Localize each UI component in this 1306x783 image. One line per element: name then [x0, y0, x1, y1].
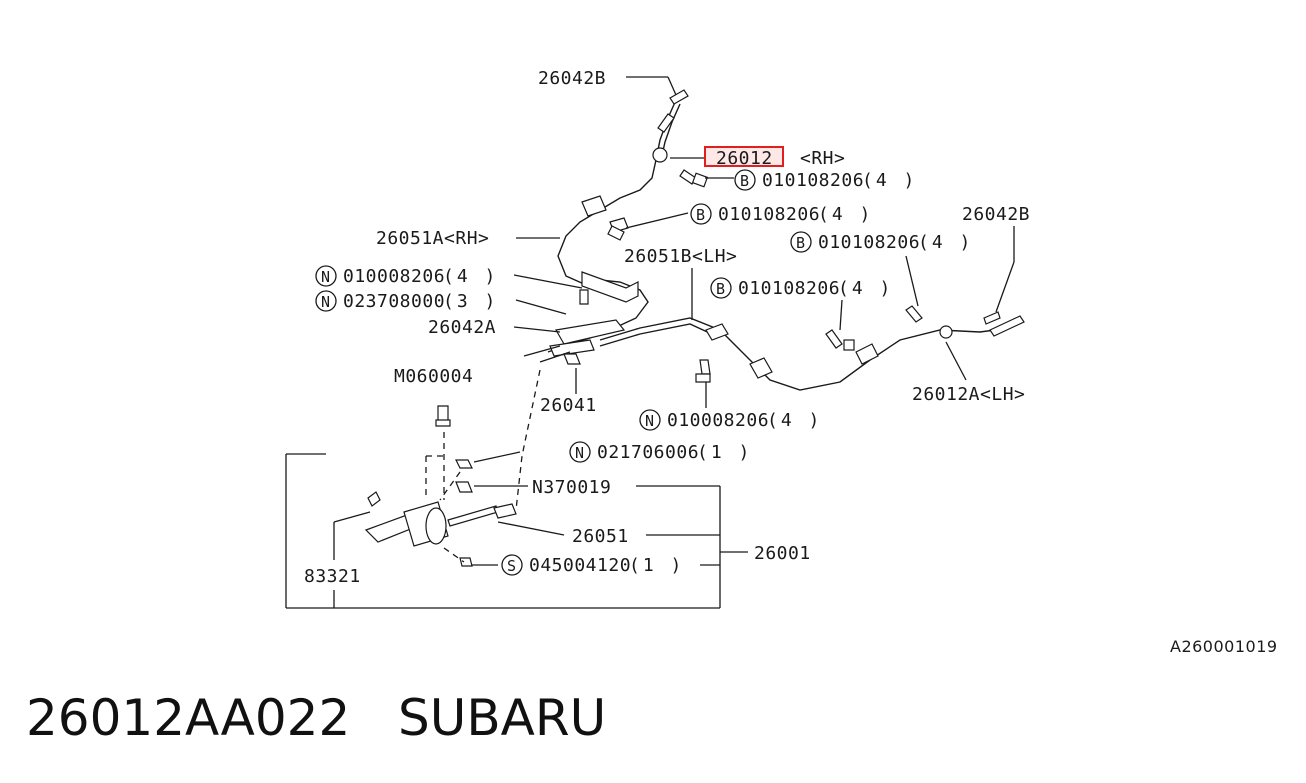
svg-text:B: B — [696, 206, 706, 224]
callout-qty: (1 ) — [697, 442, 752, 463]
callout-qty: (4 ) — [838, 278, 893, 299]
callout-n-3: N 010008206 (4 ) — [639, 409, 822, 431]
b-symbol-icon — [734, 169, 756, 191]
callout-qty: (4 ) — [767, 410, 822, 431]
svg-text:B: B — [740, 172, 750, 190]
label-26042a: 26042A — [428, 317, 496, 338]
svg-text:N: N — [575, 444, 585, 462]
label-26051a-rh: 26051A<RH> — [376, 228, 489, 249]
callout-qty: (1 ) — [629, 555, 684, 576]
callout-part: 010108206 — [718, 204, 820, 225]
highlight-box — [704, 146, 784, 167]
callout-b-2: B 010108206 (4 ) — [690, 203, 873, 225]
label-83321: 83321 — [304, 566, 361, 587]
label-26051: 26051 — [572, 526, 629, 547]
callout-qty: (4 ) — [918, 232, 973, 253]
callout-n-4: N 021706006 (1 ) — [569, 441, 752, 463]
label-m060004: M060004 — [394, 366, 473, 387]
leader-lines — [285, 76, 1015, 609]
part-labels: 26042B 26012 <RH> 26051A<RH> 26051B<LH> … — [304, 68, 1030, 587]
svg-text:S: S — [507, 557, 517, 575]
n-symbol-icon — [569, 441, 591, 463]
label-n370019: N370019 — [532, 477, 611, 498]
callout-part: 010008206 — [343, 266, 445, 287]
label-26012a-lh: 26012A<LH> — [912, 384, 1025, 405]
svg-text:N: N — [645, 412, 655, 430]
callout-n-1: N 010008206 (4 ) — [315, 265, 498, 287]
label-26012-highlighted[interactable]: 26012 — [716, 148, 773, 169]
callout-b-1: B 010108206 (4 ) — [734, 169, 917, 191]
n-symbol-icon — [315, 290, 337, 312]
svg-text:N: N — [321, 268, 331, 286]
part-caption: 26012AA022 SUBARU — [26, 680, 606, 756]
label-26001: 26001 — [754, 543, 811, 564]
b-symbol-icon — [690, 203, 712, 225]
callout-qty: (3 ) — [443, 291, 498, 312]
callout-part: 021706006 — [597, 442, 699, 463]
b-symbol-icon — [710, 277, 732, 299]
b-symbol-icon — [790, 231, 812, 253]
callout-part: 023708000 — [343, 291, 445, 312]
s-symbol-icon — [501, 554, 523, 576]
callout-s-1: S 045004120 (1 ) — [501, 554, 684, 576]
svg-text:B: B — [796, 234, 806, 252]
label-26051b-lh: 26051B<LH> — [624, 246, 737, 267]
callout-n-2: N 023708000 (3 ) — [315, 290, 498, 312]
callout-qty: (4 ) — [818, 204, 873, 225]
callout-part: 045004120 — [529, 555, 631, 576]
n-symbol-icon — [639, 409, 661, 431]
callout-part: 010108206 — [818, 232, 920, 253]
callout-part: 010008206 — [667, 410, 769, 431]
label-rh-side: <RH> — [800, 148, 845, 169]
svg-text:N: N — [321, 293, 331, 311]
cable-drawing — [364, 89, 1025, 567]
caption-part-number: 26012AA022 — [26, 689, 351, 747]
label-26041: 26041 — [540, 395, 597, 416]
callout-part: 010108206 — [762, 170, 864, 191]
caption-brand: SUBARU — [397, 689, 607, 747]
caption-gap — [350, 689, 398, 747]
callout-part: 010108206 — [738, 278, 840, 299]
callout-b-3: B 010108206 (4 ) — [790, 231, 973, 253]
n-symbol-icon — [315, 265, 337, 287]
callout-qty: (4 ) — [443, 266, 498, 287]
callout-b-4: B 010108206 (4 ) — [710, 277, 893, 299]
diagram-reference: A260001019 — [1170, 637, 1278, 656]
label-26042b-top: 26042B — [538, 68, 606, 89]
label-26042b-right: 26042B — [962, 204, 1030, 225]
svg-text:B: B — [716, 280, 726, 298]
callout-qty: (4 ) — [862, 170, 917, 191]
